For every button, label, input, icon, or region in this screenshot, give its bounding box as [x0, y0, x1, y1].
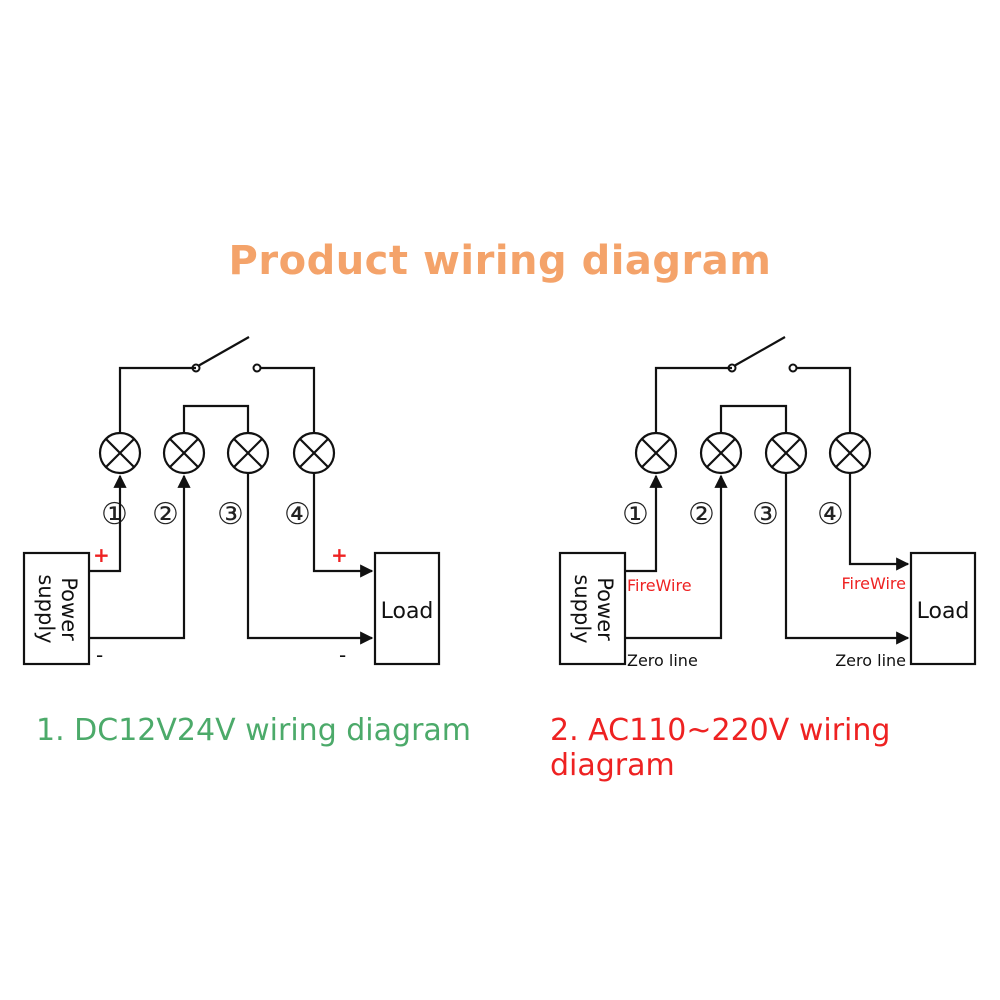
dc-switch-contact-left [191, 363, 201, 373]
ac-wire-fire-to-1 [625, 474, 663, 573]
ac-supply-zero-line: Zero line [627, 651, 698, 670]
dc-jumper-2-3 [182, 404, 250, 452]
ac-terminal-2-label: ② [688, 497, 715, 532]
dc-terminal-2-icon [162, 431, 206, 475]
ac-switch-wire-right [796, 366, 852, 452]
ac-load-box [909, 551, 977, 666]
ac-wire-4-to-load [848, 474, 910, 571]
dc-load-plus: + [331, 543, 348, 567]
ac-wiring-diagram: ① ② ③ ④ Power supply Load FireWire Zero … [558, 336, 977, 670]
ac-terminal-3-icon [764, 431, 808, 475]
ac-load-label: Load [917, 599, 970, 624]
dc-switch-wire-left [118, 366, 196, 452]
dc-load-box [373, 551, 441, 666]
ac-terminal-4-label: ④ [817, 497, 844, 532]
ac-load-firewire: FireWire [841, 574, 906, 593]
dc-wire-minus-to-2 [89, 474, 191, 640]
dc-terminal-2-label: ② [152, 497, 179, 532]
ac-jumper-2-3 [719, 404, 788, 452]
dc-load-label: Load [381, 599, 434, 624]
dc-terminal-3-label: ③ [217, 497, 244, 532]
svg-text:supply: supply [34, 574, 58, 643]
dc-terminal-1-label: ① [101, 497, 128, 532]
dc-wire-3-to-load [246, 474, 374, 645]
ac-terminal-1-label: ① [622, 497, 649, 532]
dc-power-supply-box [22, 551, 91, 666]
ac-power-supply-label: Power supply [570, 574, 617, 643]
dc-terminal-1-icon [98, 431, 142, 475]
dc-terminal-4-icon [292, 431, 336, 475]
ac-switch-wire-left [654, 366, 732, 452]
page-title: Product wiring diagram [228, 238, 772, 284]
svg-text:supply: supply [570, 574, 594, 643]
ac-switch-contact-left [727, 363, 737, 373]
dc-supply-plus: + [93, 543, 110, 567]
ac-terminal-3-label: ③ [752, 497, 779, 532]
dc-switch-lever [197, 336, 250, 367]
dc-supply-minus: - [96, 643, 103, 667]
ac-wire-3-to-load [784, 474, 910, 645]
ac-switch-lever [733, 336, 786, 367]
dc-switch-contact-right [252, 363, 262, 373]
dc-wiring-diagram: ① ② ③ ④ Power supply Load + - + - [22, 336, 441, 667]
ac-wire-zero-to-2 [625, 474, 728, 640]
dc-load-minus: - [339, 643, 346, 667]
ac-switch-contact-right [788, 363, 798, 373]
ac-terminal-4-icon [828, 431, 872, 475]
dc-power-supply-label: Power supply [34, 574, 81, 643]
svg-text:Power: Power [57, 577, 81, 641]
dc-terminal-4-label: ④ [284, 497, 311, 532]
dc-terminal-3-icon [226, 431, 270, 475]
ac-power-supply-box [558, 551, 627, 666]
ac-terminal-1-icon [634, 431, 678, 475]
ac-terminal-2-icon [699, 431, 743, 475]
dc-wire-4-to-load [312, 474, 374, 578]
dc-caption: 1. DC12V24V wiring diagram [36, 713, 472, 748]
ac-supply-firewire: FireWire [627, 576, 692, 595]
svg-text:Power: Power [593, 577, 617, 641]
dc-wire-plus-to-1 [89, 474, 127, 573]
ac-caption: 2. AC110~220V wiring diagram [550, 713, 891, 783]
dc-switch-wire-right [260, 366, 316, 452]
ac-load-zero-line: Zero line [835, 651, 906, 670]
